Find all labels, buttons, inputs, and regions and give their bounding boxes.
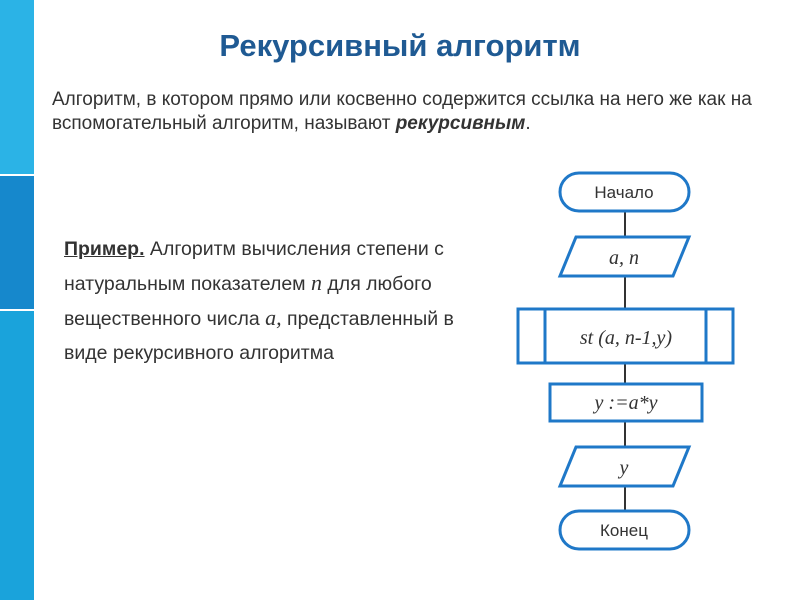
intro-text: Алгоритм, в котором прямо или косвенно с… xyxy=(52,89,752,134)
subroutine-block xyxy=(516,307,735,365)
output-label: y xyxy=(618,457,629,479)
assign-process xyxy=(548,382,704,423)
input-parallelogram xyxy=(557,235,692,278)
intro-emphasis: рекурсивным xyxy=(395,113,526,134)
sidebar-block-middle xyxy=(0,175,34,310)
sidebar-block-bottom xyxy=(0,310,34,600)
end-terminator xyxy=(558,509,691,551)
input-label: a, n xyxy=(609,247,639,269)
sidebar-block-top xyxy=(0,0,34,175)
example-text-1: Алгоритм вычисления степени с натуральны… xyxy=(64,238,444,295)
call-label: st (a, n-1,y) xyxy=(580,327,673,349)
start-label: Начало xyxy=(594,183,653,202)
example-text-2: для любого вещественного числа xyxy=(64,273,432,330)
intro-end: . xyxy=(525,113,531,134)
example-var-a: a, xyxy=(265,305,282,330)
page-title: Рекурсивный алгоритм xyxy=(219,28,581,63)
example-var-n: n xyxy=(311,270,323,295)
example-paragraph: Пример. Алгоритм вычисления степени с на… xyxy=(64,232,464,370)
intro-paragraph: Алгоритм, в котором прямо или косвенно с… xyxy=(52,88,792,136)
start-terminator xyxy=(558,171,691,213)
end-label: Конец xyxy=(600,521,648,540)
assign-label: y :=a*y xyxy=(593,392,658,414)
output-parallelogram xyxy=(557,445,692,488)
sidebar-stripe xyxy=(0,0,34,600)
sidebar-divider xyxy=(0,174,34,176)
sidebar-divider xyxy=(0,309,34,311)
example-lead: Пример. xyxy=(64,238,145,260)
example-text-3: представленный в виде рекурсивного алгор… xyxy=(64,308,454,364)
